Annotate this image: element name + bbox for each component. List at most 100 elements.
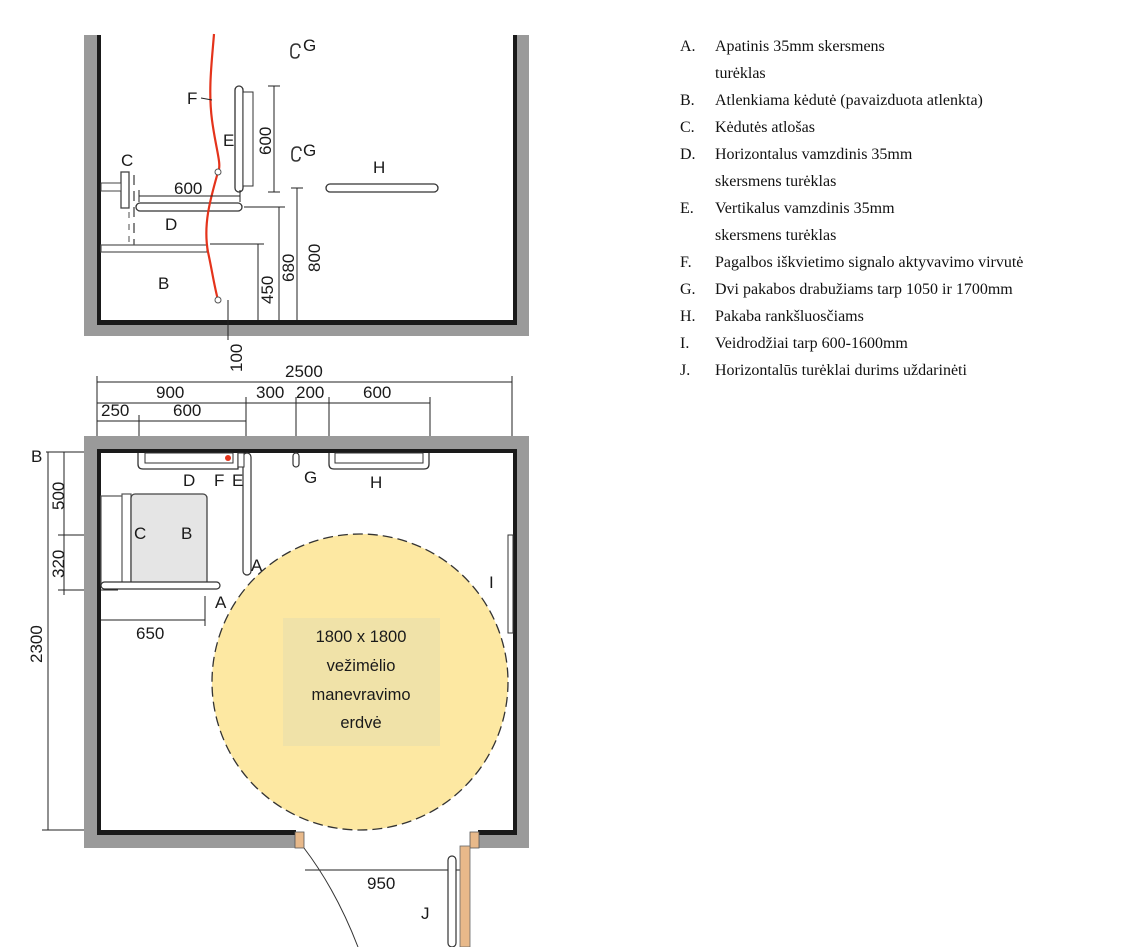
plan-dim-600-d: 600 [173,401,201,420]
plan-wall-bottom-left-gray [84,835,296,848]
turning-circle-line-4: erdvė [340,714,381,732]
side-dim-450: 450 [258,276,277,304]
legend-item-h: H. Pakaba rankšluosčiams [680,303,1125,330]
plan-dim-2300: 2300 [27,625,46,663]
legend-item-f: F. Pagalbos iškvietimo signalo aktyvavim… [680,249,1125,276]
folded-seat-b [100,244,208,253]
legend-text: Apatinis 35mm skersmens [715,38,885,55]
side-wall-right-black [513,35,517,326]
plan-cord-f-dot [225,455,231,461]
plan-dim-500: 500 [49,482,68,510]
plan-dim-320: 320 [49,550,68,578]
legend-text: skersmens turėklas [715,173,837,190]
side-floor-gray [84,324,529,336]
legend-item-a: A. Apatinis 35mm skersmens turėklas [680,33,1125,87]
door-jamb-right [469,831,480,849]
door-leaf [459,845,471,947]
plan-wall-left-black [97,449,101,834]
plan-dim-250: 250 [101,401,129,420]
side-label-d: D [165,215,177,234]
hook-g-mid-icon [291,146,302,162]
legend-text: Horizontalūs turėklai durims uždarinėti [715,362,967,379]
legend-key: G. [680,281,696,298]
side-dim-680: 680 [279,254,298,282]
plan-dim-650: 650 [136,624,164,643]
plan-dim-300: 300 [256,383,284,402]
plan-label-i: I [489,573,494,592]
legend-text: Veidrodžiai tarp 600-1600mm [715,335,908,352]
side-dim-600-d: 600 [174,179,202,198]
plan-dim-600-h: 600 [363,383,391,402]
legend-key: A. [680,38,696,55]
plan-mirror-i [507,534,514,634]
legend-key: H. [680,308,696,325]
plan-rail-d-inner [144,452,234,464]
plan-seat-back-c [121,493,132,587]
legend-list: A. Apatinis 35mm skersmens turėklas B. A… [680,33,1125,384]
legend-text: Dvi pakabos drabužiams tarp 1050 ir 1700… [715,281,1013,298]
side-wall-right-gray [516,35,529,336]
emergency-cord-f [205,33,221,301]
plan-label-b: B [181,524,192,543]
side-label-c: C [121,151,133,170]
turning-circle-line-3: manevravimo [311,686,410,704]
side-label-f: F [187,89,197,108]
plan-label-c: C [134,524,146,543]
side-dim-800: 800 [305,244,324,272]
side-dim-600-e: 600 [256,127,275,155]
legend-text: Pakaba rankšluosčiams [715,308,864,325]
plan-wall-bottom-right-gray [478,835,529,848]
plan-label-b-corner: B [31,447,42,466]
legend-text: Atlenkiama kėdutė (pavaizduota atlenkta) [715,92,983,109]
plan-seat-bracket [100,495,124,585]
legend-key: J. [680,362,691,379]
side-rail-e-bracket [242,91,254,187]
side-towel-rail-h [325,183,439,193]
side-elevation-view [84,33,529,340]
door-swing-arc [303,847,359,947]
legend-item-d: D. Horizontalus vamzdinis 35mm skersmens… [680,141,1125,195]
legend-key: C. [680,119,695,136]
legend-item-i: I. Veidrodžiai tarp 600-1600mm [680,330,1125,357]
plan-rail-a [100,581,221,590]
legend-text: Kėdutės atlošas [715,119,815,136]
plan-wall-top-black [97,449,517,453]
side-rail-e [234,85,244,193]
plan-wall-right-black [513,449,517,834]
side-wall-left-black [97,35,101,326]
legend-item-c: C. Kėdutės atlošas [680,114,1125,141]
seat-back-c [120,171,130,209]
legend-item-j: J. Horizontalūs turėklai durims uždarinė… [680,357,1125,384]
f-pointer [200,97,213,101]
side-floor-black [97,320,517,325]
side-label-b: B [158,274,169,293]
turning-circle-label-box [283,618,440,746]
plan-dim-950: 950 [367,874,395,893]
plan-dim-900: 900 [156,383,184,402]
hook-g-top-icon [290,43,301,59]
plan-rail-e [237,452,245,468]
plan-wall-left-gray [84,436,98,848]
plan-label-h: H [370,473,382,492]
seat-back-bracket [100,182,122,192]
side-wall-left-gray [84,35,98,336]
legend-text: turėklas [715,65,766,82]
plan-rail-a-vertical [242,452,252,576]
plan-wall-bottom-right-black [478,830,517,835]
plan-label-a-lower: A [215,593,227,612]
side-label-h: H [373,158,385,177]
legend-text: Pagalbos iškvietimo signalo aktyvavimo v… [715,254,1024,271]
side-label-g-mid: G [303,141,316,160]
legend-key: F. [680,254,692,271]
side-label-e: E [223,131,234,150]
side-dimension-lines [138,85,303,340]
plan-label-a-vertical: A [251,556,263,575]
side-rail-d [135,202,243,212]
legend-text: skersmens turėklas [715,227,837,244]
plan-hook-g [292,452,300,468]
plan-label-e: E [232,471,243,490]
side-label-g-top: G [303,36,316,55]
plan-wall-right-gray [516,436,529,848]
side-dim-100: 100 [227,344,246,372]
plan-top-dimension-lines [42,376,513,871]
